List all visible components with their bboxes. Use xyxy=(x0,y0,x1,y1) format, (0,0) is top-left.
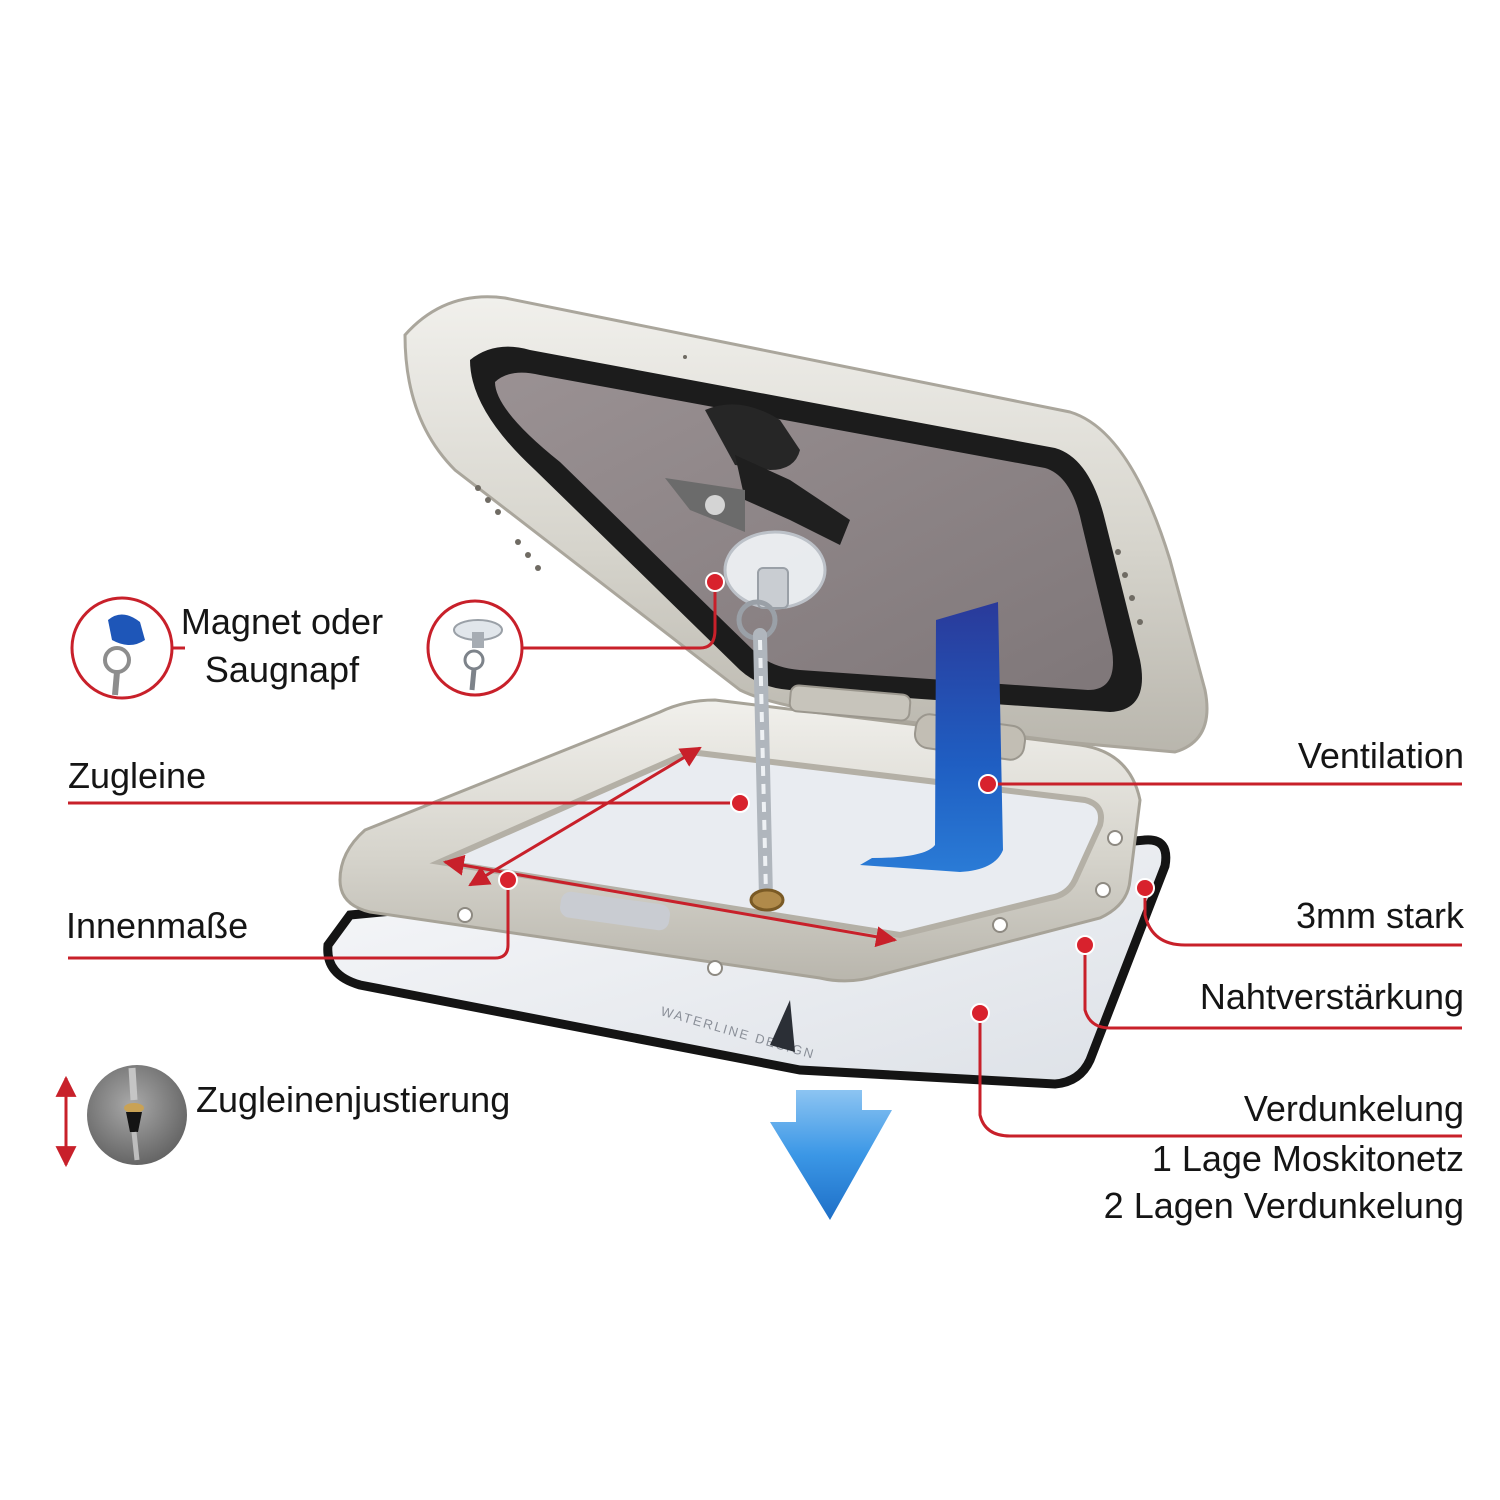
callout-naht-line xyxy=(1083,945,1462,1030)
label-ventilation: Ventilation xyxy=(1297,735,1464,776)
label-verdunkelung-lagen: 2 Lagen Verdunkelung xyxy=(1103,1185,1464,1226)
suction-detail xyxy=(426,599,524,697)
label-magnet-line2: Saugnapf xyxy=(204,649,360,690)
lid-lock-handle xyxy=(665,404,850,545)
lid-glass xyxy=(495,372,1113,690)
callout-saugnapf-line xyxy=(520,582,717,650)
hatch-illustration: WATERLINE DESIGN xyxy=(323,295,1209,1089)
callout-verdunkelung-line xyxy=(978,1013,1462,1138)
label-nahtverstaerkung: Nahtverstärkung xyxy=(1199,976,1464,1017)
adjuster-detail xyxy=(87,1065,187,1165)
callout-lines xyxy=(68,582,1462,1138)
magnet-detail xyxy=(70,596,174,700)
ventilation-ribbon xyxy=(860,602,1003,872)
lid-hinge xyxy=(788,684,912,722)
label-zugleinenjustierung: Zugleinenjustierung xyxy=(196,1079,511,1120)
lid-vent-holes xyxy=(475,355,1143,625)
callout-staerke-line xyxy=(1143,888,1462,947)
brand-sail-logo xyxy=(770,1000,795,1052)
label-zugleine: Zugleine xyxy=(68,755,207,796)
cord-grommet xyxy=(749,888,785,912)
suction-cup xyxy=(723,530,827,641)
callout-dots xyxy=(498,572,1155,1023)
label-innenmasse: Innenmaße xyxy=(66,905,249,946)
airflow-arrow-icon xyxy=(770,1090,892,1220)
label-staerke: 3mm stark xyxy=(1295,895,1464,936)
label-moskitonetz: 1 Lage Moskitonetz xyxy=(1151,1138,1464,1179)
label-magnet-line1: Magnet oder xyxy=(180,601,384,642)
dimension-width-arrow xyxy=(442,854,898,948)
label-verdunkelung: Verdunkelung xyxy=(1243,1088,1464,1129)
dimension-arrows xyxy=(442,746,898,948)
